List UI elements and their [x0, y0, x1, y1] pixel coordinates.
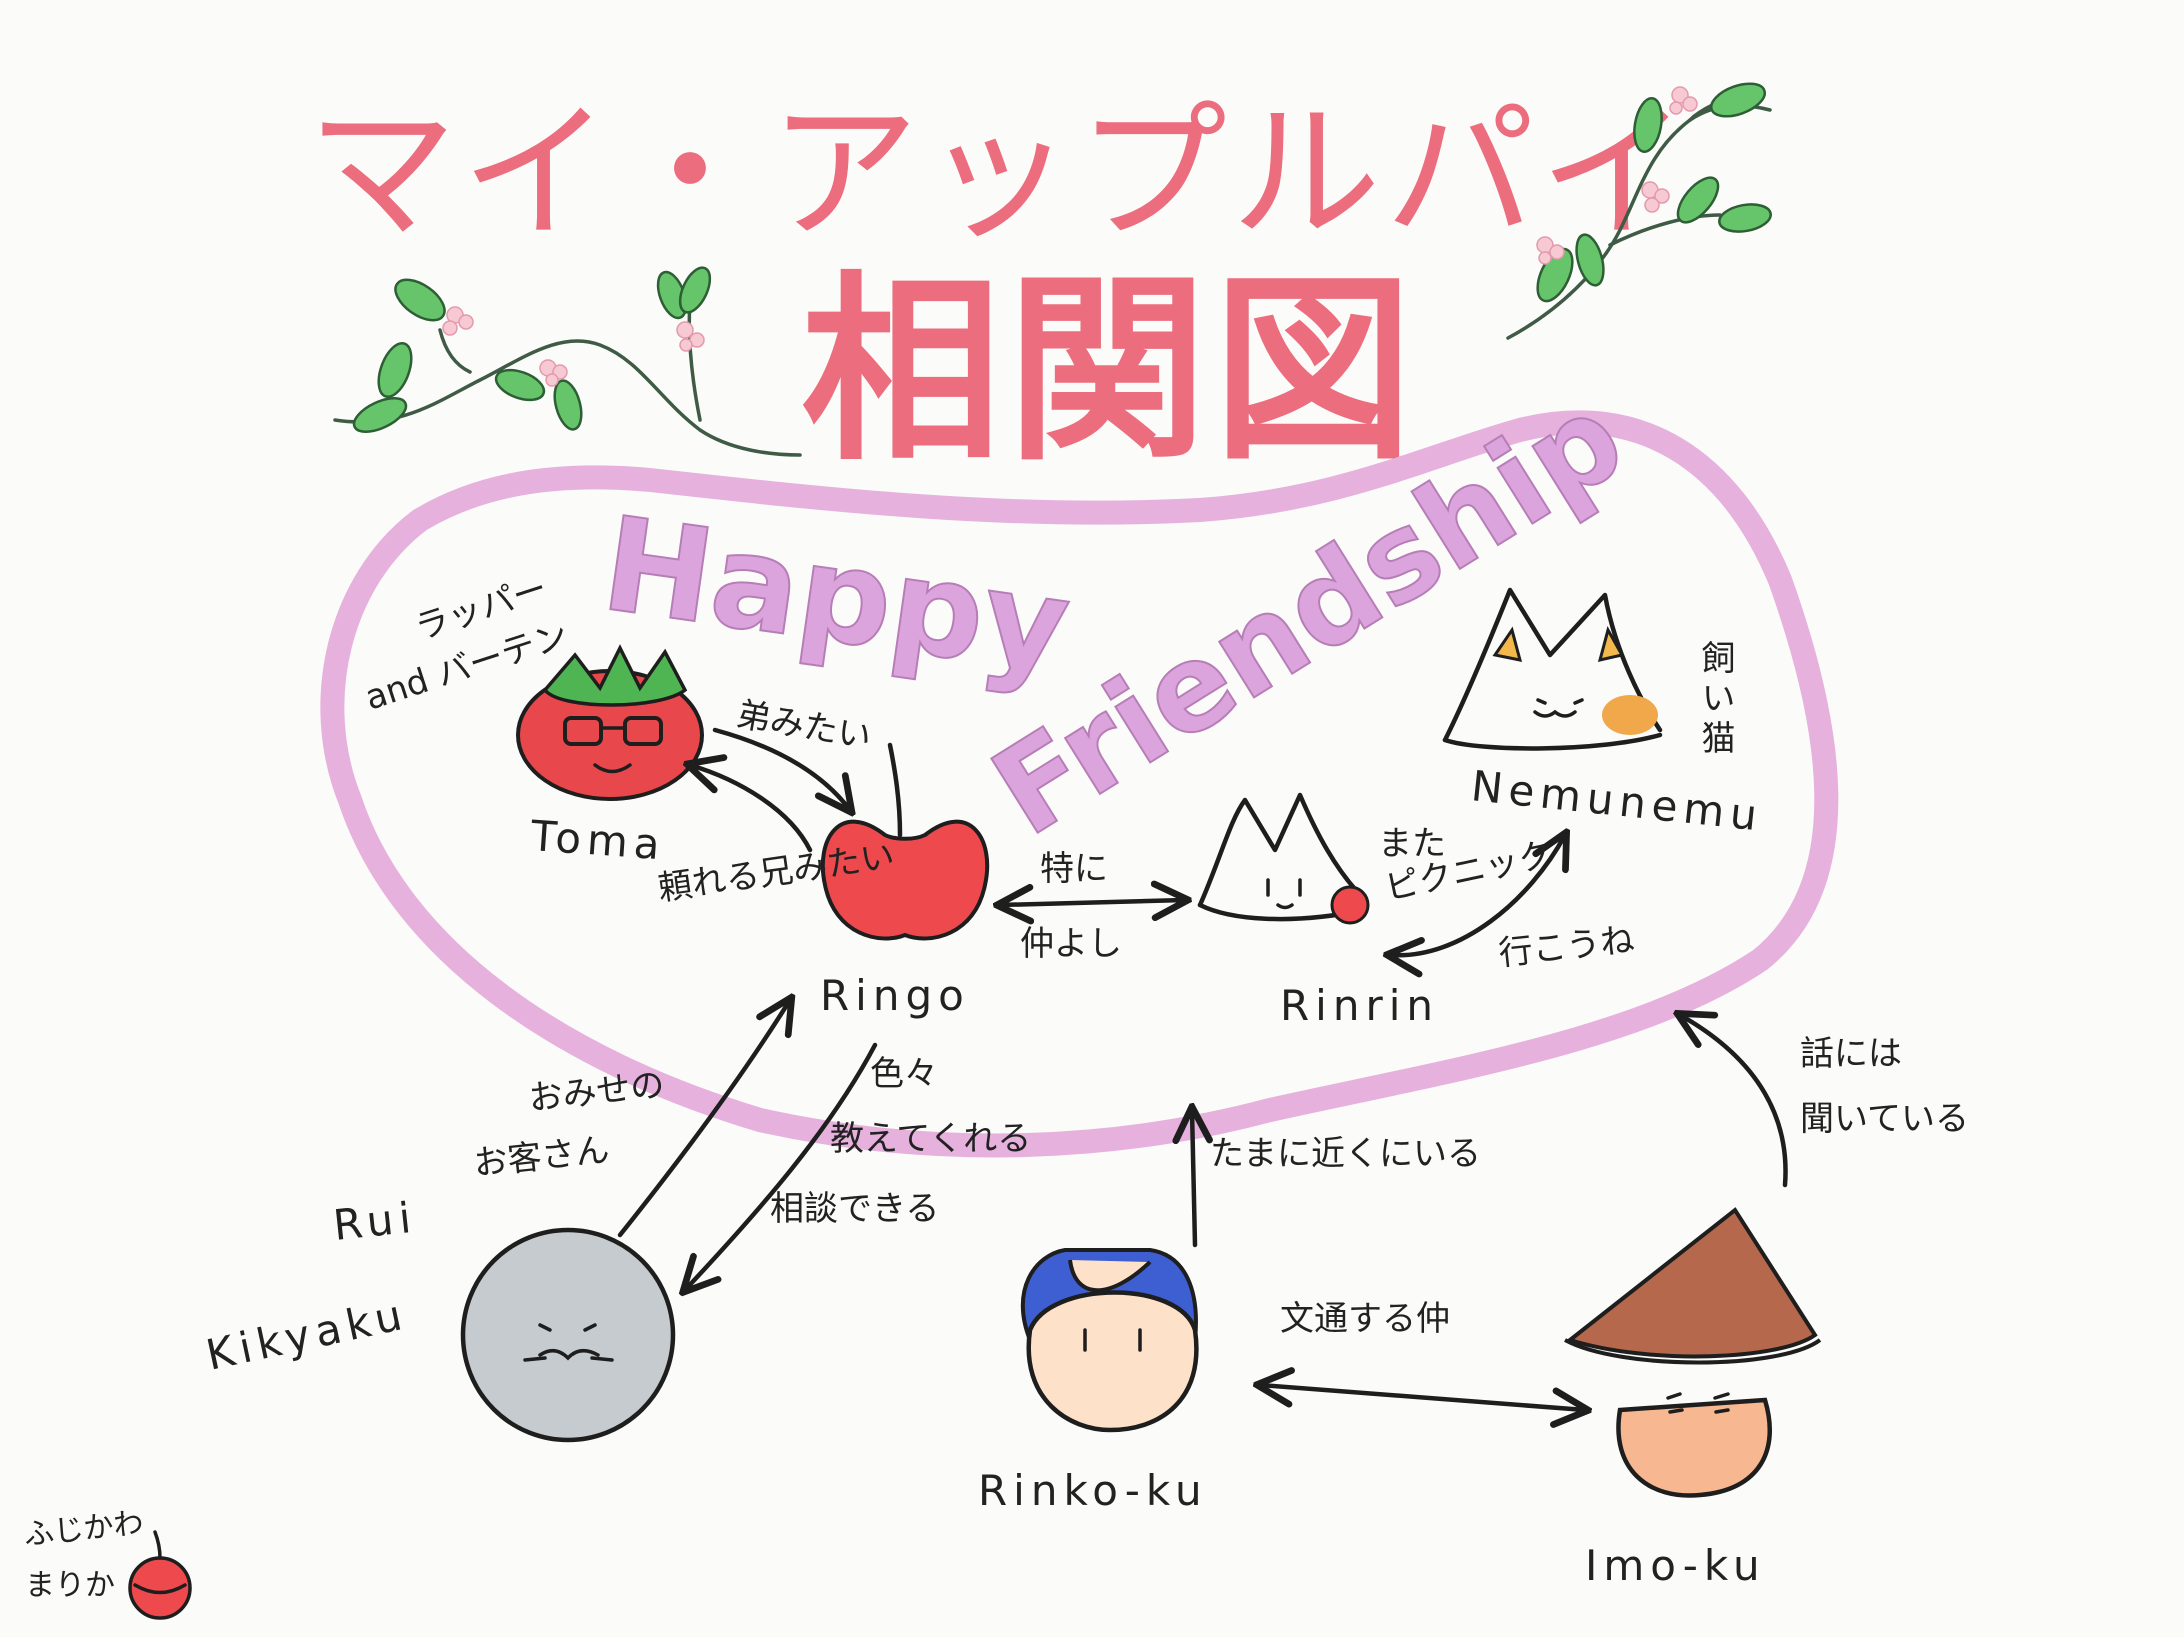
rinrin-name: Rinrin	[1280, 981, 1439, 1030]
ringo-name: Ringo	[820, 971, 970, 1020]
ringo-character	[820, 742, 990, 941]
rui-name-line2: Kikyaku	[202, 1289, 412, 1379]
relation-ringo-to-rui-line2: 教えてくれる	[830, 1119, 1031, 1159]
signature-line2: まりか	[25, 1568, 115, 1603]
relation-imo-to-group-line2: 聞いている	[1800, 1099, 1969, 1139]
friendship-loop	[320, 410, 1839, 1158]
relation-rinrin-nemunemu-line1: また	[1378, 824, 1446, 864]
arrow-imo-to-group	[1680, 1015, 1788, 1188]
arrow-toma-to-ringo	[712, 727, 850, 810]
arrow-rinrin-nemunemu	[1390, 835, 1565, 955]
relation-toma-to-ringo: 弟みたい	[733, 694, 874, 757]
arrow-rinko-imo	[1260, 1385, 1585, 1410]
arrow-rui-to-ringo	[617, 1000, 790, 1238]
rui-name-line1: Rui	[331, 1192, 419, 1249]
blossom-icon	[1641, 181, 1670, 213]
arrow-ringo-to-toma	[690, 765, 813, 853]
relation-rinko-imo: 文通する仲	[1280, 1299, 1450, 1339]
imo-name: Imo-ku	[1585, 1541, 1766, 1590]
vine-right-decoration	[1506, 82, 1772, 340]
relation-ringo-to-rui-line3: 相談できる	[770, 1189, 939, 1229]
relation-ringo-to-rui-line1: 色々	[870, 1054, 938, 1094]
relation-rinko-to-group: たまに近くにいる	[1210, 1134, 1481, 1174]
relation-rui-to-ringo-line2: お客さん	[472, 1130, 611, 1184]
blossom-icon	[1536, 236, 1565, 265]
relation-rui-to-ringo-line1: おみせの	[527, 1065, 666, 1119]
title-line2: 相関図	[801, 255, 1419, 488]
relation-imo-to-group-line1: 話には	[1800, 1034, 1902, 1074]
relation-ringo-rinrin-line1: 特に	[1040, 849, 1108, 889]
imo-character	[1564, 1207, 1822, 1498]
nemunemu-tag: 飼い猫	[1695, 640, 1735, 760]
nemunemu-character	[1442, 587, 1663, 751]
nemunemu-name: Nemunemu	[1469, 761, 1765, 840]
arrow-ringo-to-rui	[685, 1042, 878, 1290]
blossom-icon	[539, 359, 568, 387]
blossom-icon	[1669, 86, 1698, 115]
signature-line1: ふじかわ	[22, 1506, 145, 1553]
rinko-character	[1020, 1248, 1199, 1433]
blossom-icon	[442, 306, 474, 336]
apple-logo-icon	[128, 1530, 192, 1620]
relation-ringo-rinrin-line2: 仲よし	[1020, 924, 1122, 964]
rinrin-character	[1197, 792, 1370, 925]
relation-rinrin-nemunemu-line3: 行こうね	[1497, 920, 1636, 974]
title-line1: マイ・アップルパイ	[307, 87, 1693, 261]
vine-left-decoration	[333, 266, 802, 457]
arrow-ringo-rinrin	[1000, 900, 1185, 905]
blossom-icon	[676, 321, 705, 352]
toma-name: Toma	[528, 811, 667, 869]
rinko-name: Rinko-ku	[978, 1466, 1208, 1515]
toma-character	[516, 644, 704, 801]
rui-character	[460, 1227, 676, 1443]
arrow-rinko-to-group	[1192, 1110, 1195, 1248]
